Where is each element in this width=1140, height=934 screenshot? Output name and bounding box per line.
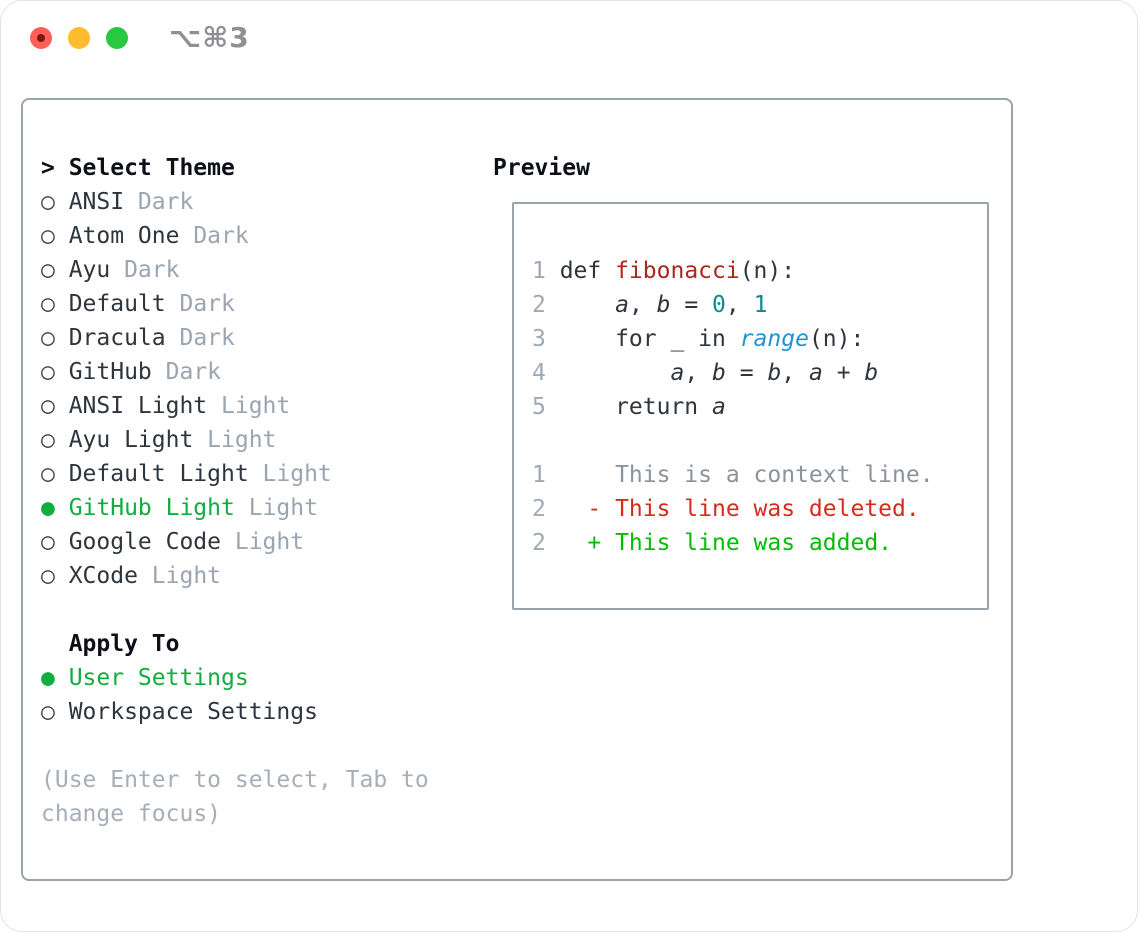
variant-badge: Dark	[193, 223, 249, 249]
radio-unselected-icon: ○	[41, 257, 55, 283]
variant-badge: Light	[151, 563, 222, 589]
code-line: 3 for _ in range(n):	[532, 322, 864, 356]
focus-caret-icon: >	[41, 155, 55, 181]
window-title: ⌥⌘3	[169, 21, 250, 54]
close-dot-icon	[37, 34, 45, 42]
preview-header: Preview	[493, 155, 590, 181]
select-theme-label: Select Theme	[68, 155, 235, 181]
radio-unselected-icon: ○	[41, 325, 55, 351]
variant-badge: Dark	[165, 359, 222, 385]
radio-unselected-icon: ○	[41, 291, 55, 317]
apply-option-workspace-settings[interactable]: ○Workspace Settings	[41, 695, 318, 729]
line-number: 2	[532, 292, 546, 318]
radio-unselected-icon: ○	[41, 529, 55, 555]
variant-badge: Light	[262, 461, 332, 487]
apply-to-header: Apply To	[41, 627, 180, 661]
radio-unselected-icon: ○	[41, 461, 55, 487]
line-number: 2	[532, 530, 546, 556]
radio-unselected-icon: ○	[41, 393, 55, 419]
titlebar: ⌥⌘3	[1, 1, 1137, 75]
line-number: 4	[532, 360, 546, 386]
help-text-line2: change focus)	[41, 801, 222, 827]
select-theme-header: > Select Theme	[41, 151, 235, 185]
code-line: 2 a, b = 0, 1	[532, 288, 767, 322]
variant-badge: Light	[234, 529, 305, 555]
code-line: 5 return a	[532, 390, 726, 424]
variant-badge: Dark	[179, 325, 235, 351]
apply-to-label: Apply To	[68, 631, 180, 657]
close-button-icon[interactable]	[30, 27, 52, 49]
diff-deleted-line: 2 - This line was deleted.	[532, 492, 920, 526]
radio-unselected-icon: ○	[41, 563, 55, 589]
variant-badge: Dark	[124, 257, 180, 283]
help-text-line1: (Use Enter to select, Tab to	[41, 767, 429, 793]
radio-unselected-icon: ○	[41, 189, 55, 215]
apply-option-user-settings[interactable]: ●User Settings	[41, 661, 249, 695]
variant-badge: Light	[248, 495, 318, 521]
line-number: 1	[532, 462, 546, 488]
line-number: 5	[532, 394, 546, 420]
variant-badge: Light	[207, 427, 277, 453]
radio-unselected-icon: ○	[41, 359, 55, 385]
radio-unselected-icon: ○	[41, 427, 55, 453]
line-number: 2	[532, 496, 546, 522]
diff-added-line: 2 + This line was added.	[532, 526, 892, 560]
line-number: 3	[532, 326, 546, 352]
variant-badge: Dark	[137, 189, 194, 215]
line-number: 1	[532, 258, 546, 284]
zoom-button-icon[interactable]	[106, 27, 128, 49]
variant-badge: Dark	[179, 291, 235, 317]
radio-selected-icon: ●	[41, 665, 55, 691]
minimize-button-icon[interactable]	[68, 27, 90, 49]
radio-unselected-icon: ○	[41, 223, 55, 249]
radio-unselected-icon: ○	[41, 699, 55, 725]
diff-context-line: 1 This is a context line.	[532, 458, 934, 492]
variant-badge: Light	[221, 393, 291, 419]
radio-selected-icon: ●	[41, 495, 55, 521]
code-line: 4 a, b = b, a + b	[532, 356, 878, 390]
